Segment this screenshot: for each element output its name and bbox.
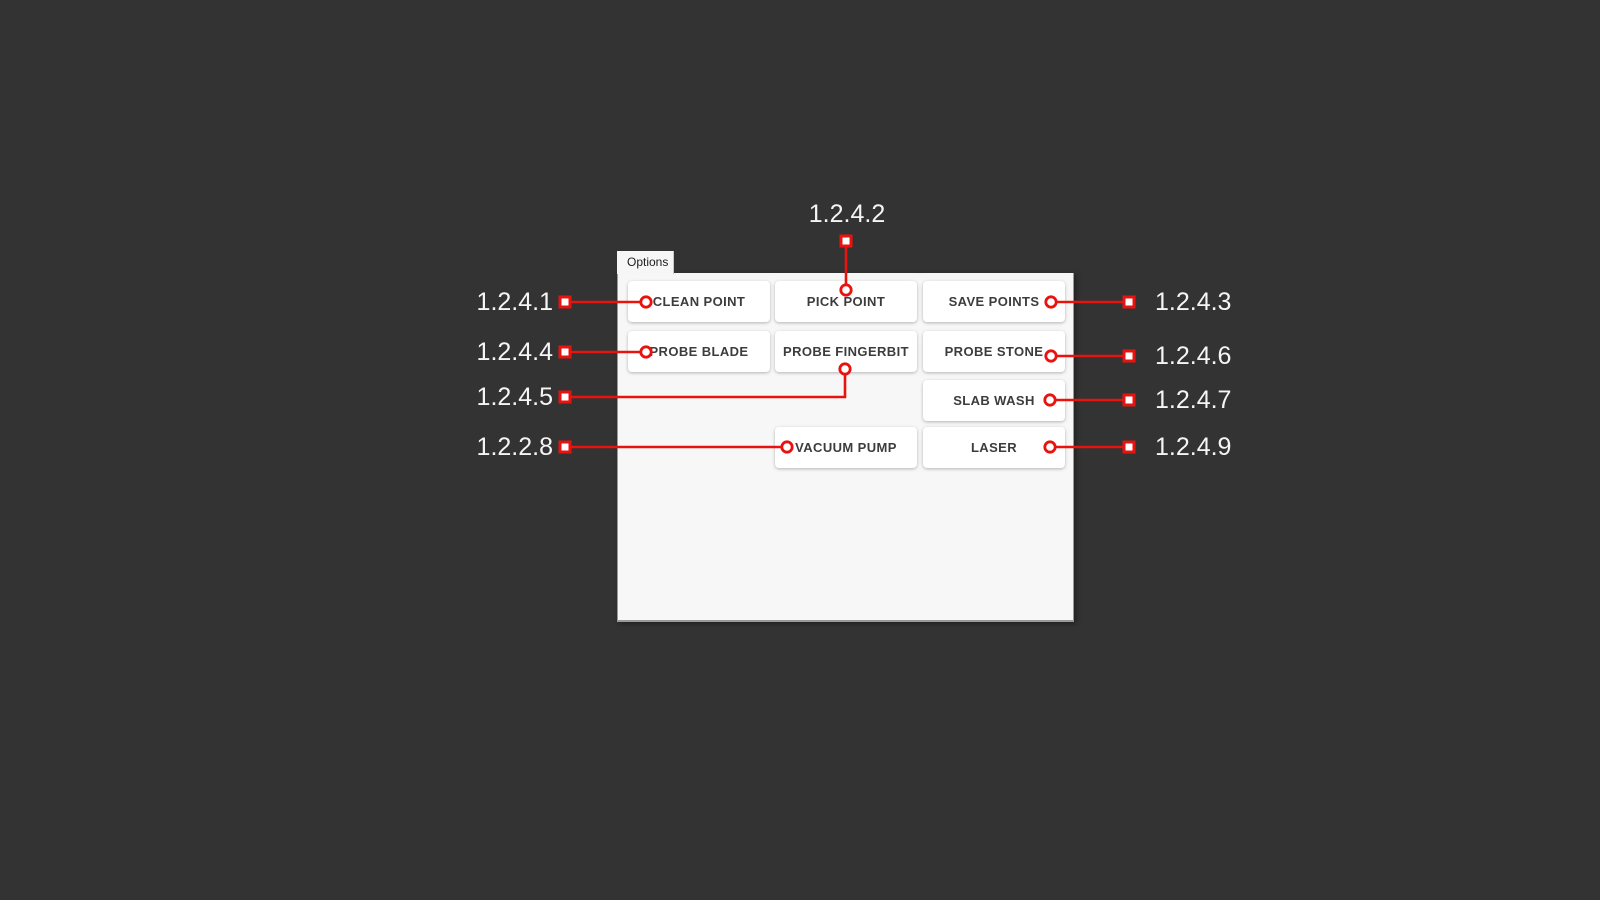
button-probe-blade[interactable]: PROBE BLADE — [628, 331, 770, 372]
button-vacuum-pump[interactable]: VACUUM PUMP — [775, 427, 917, 468]
button-probe-stone[interactable]: PROBE STONE — [923, 331, 1065, 372]
callout-label-1-2-4-1: 1.2.4.1 — [476, 288, 553, 316]
callout-square-1-2-4-3 — [1122, 295, 1136, 309]
callout-square-1-2-4-2 — [839, 234, 853, 248]
callout-square-1-2-4-5 — [558, 390, 572, 404]
callout-square-1-2-4-4 — [558, 345, 572, 359]
callout-label-1-2-4-6: 1.2.4.6 — [1155, 342, 1232, 370]
callout-label-1-2-4-2: 1.2.4.2 — [808, 200, 886, 228]
callout-square-1-2-4-1 — [558, 295, 572, 309]
callout-square-1-2-4-6 — [1122, 349, 1136, 363]
callout-square-1-2-2-8 — [558, 440, 572, 454]
callout-square-1-2-4-9 — [1122, 440, 1136, 454]
button-slab-wash[interactable]: SLAB WASH — [923, 380, 1065, 421]
callout-label-1-2-4-5: 1.2.4.5 — [476, 383, 553, 411]
callout-label-1-2-2-8: 1.2.2.8 — [476, 433, 553, 461]
button-clean-point[interactable]: CLEAN POINT — [628, 281, 770, 322]
tab-options[interactable]: Options — [617, 251, 674, 274]
options-panel: CLEAN POINT PICK POINT SAVE POINTS PROBE… — [617, 273, 1074, 622]
button-laser[interactable]: LASER — [923, 427, 1065, 468]
button-probe-fingerbit[interactable]: PROBE FINGERBIT — [775, 331, 917, 372]
callout-label-1-2-4-9: 1.2.4.9 — [1155, 433, 1232, 461]
callout-label-1-2-4-7: 1.2.4.7 — [1155, 386, 1232, 414]
button-save-points[interactable]: SAVE POINTS — [923, 281, 1065, 322]
callout-label-1-2-4-3: 1.2.4.3 — [1155, 288, 1232, 316]
callout-square-1-2-4-7 — [1122, 393, 1136, 407]
button-pick-point[interactable]: PICK POINT — [775, 281, 917, 322]
callout-label-1-2-4-4: 1.2.4.4 — [476, 338, 553, 366]
